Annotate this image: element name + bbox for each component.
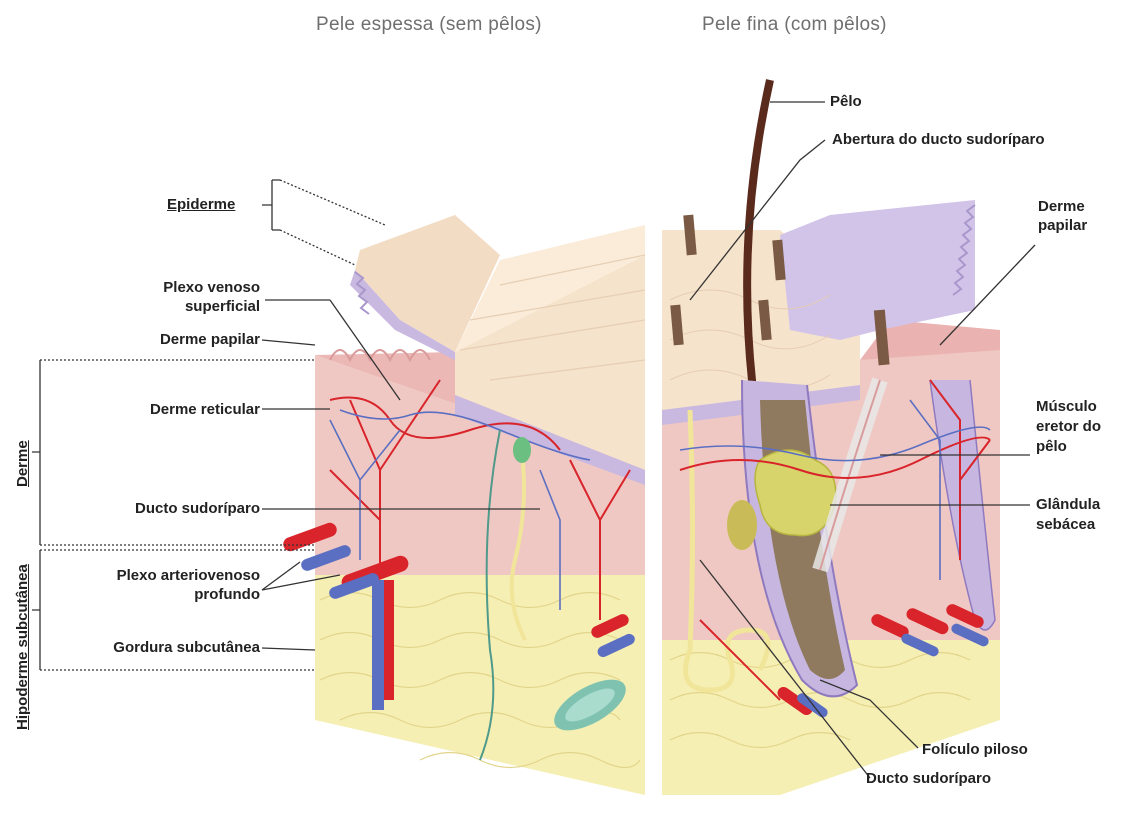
label-foliculo-piloso: Folículo piloso (922, 740, 1028, 759)
label-derme-vertical: Derme (14, 440, 31, 487)
label-derme-papilar: Derme papilar (110, 330, 260, 349)
label-hipoderme-vertical: Hipoderme subcutânea (14, 564, 31, 730)
label-gordura-subcutanea: Gordura subcutânea (60, 638, 260, 657)
label-plexo-venoso-line2: superficial (135, 297, 260, 316)
label-musculo-line3: pêlo (1036, 437, 1067, 456)
label-ducto-sudoriparo-right: Ducto sudoríparo (866, 769, 991, 788)
label-epiderme: Epiderme (167, 195, 235, 214)
label-glandula-line2: sebácea (1036, 515, 1095, 534)
label-abertura-ducto: Abertura do ducto sudoríparo (832, 130, 1045, 149)
label-musculo-line1: Músculo (1036, 397, 1097, 416)
label-glandula-line1: Glândula (1036, 495, 1100, 514)
label-derme-papilar-right-line1: Derme (1038, 197, 1085, 216)
label-plexo-venoso-line1: Plexo venoso (135, 278, 260, 297)
thin-skin-block (662, 80, 1000, 795)
label-musculo-line2: eretor do (1036, 417, 1101, 436)
label-plexo-arterio-line1: Plexo arteriovenoso (60, 566, 260, 585)
label-derme-papilar-right-line2: papilar (1038, 216, 1087, 235)
label-plexo-arterio-line2: profundo (60, 585, 260, 604)
label-derme-reticular: Derme reticular (100, 400, 260, 419)
label-ducto-sudoriparo-left: Ducto sudoríparo (90, 499, 260, 518)
thick-skin-block (281, 215, 645, 795)
label-pelo: Pêlo (830, 92, 862, 111)
